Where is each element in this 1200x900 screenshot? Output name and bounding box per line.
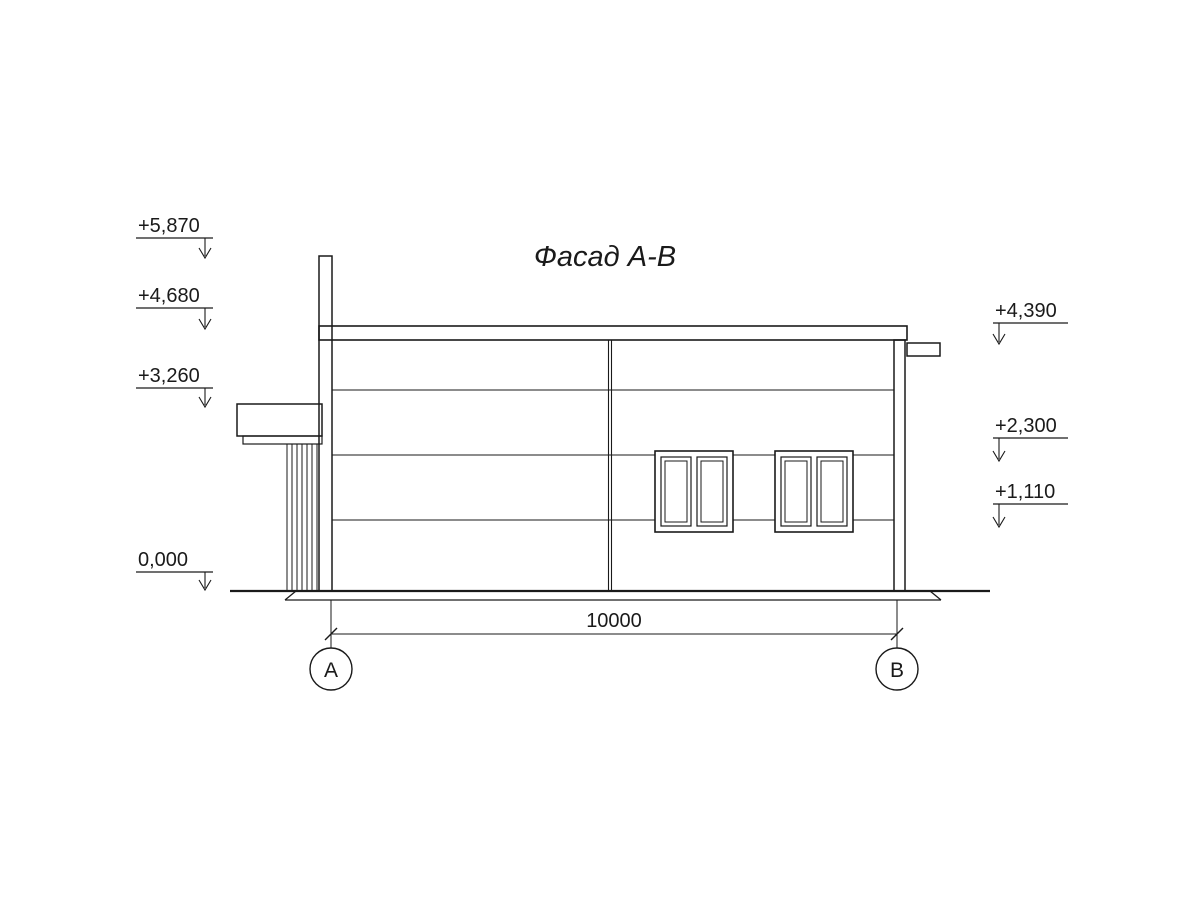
axis-label-a: А xyxy=(324,659,338,682)
elevation-arrow-icon xyxy=(992,333,1006,346)
corner-post-left xyxy=(318,255,333,592)
window-2-sash-left xyxy=(780,456,812,527)
elevation-arrow-icon xyxy=(198,579,212,592)
elevation-mark-4680: +4,680 xyxy=(136,285,213,331)
axis-label-b: В xyxy=(890,659,904,682)
elevation-label: +3,260 xyxy=(138,365,200,387)
drawing-title: Фасад А-В xyxy=(534,241,676,273)
foundation-bevel-left xyxy=(284,590,297,601)
elevation-mark-3260: +3,260 xyxy=(136,365,213,409)
window-2-pane-left xyxy=(784,460,808,523)
corner-post-right xyxy=(893,339,906,592)
siding-joint-lines xyxy=(332,389,894,521)
roof-outlet-pipe xyxy=(906,342,941,357)
elevation-marks-right: +4,390 +2,300 +1,110 xyxy=(992,300,1068,529)
window-1-pane-left xyxy=(664,460,688,523)
elevation-mark-2300: +2,300 xyxy=(992,415,1068,463)
elevation-arrow-icon xyxy=(198,318,212,331)
window-1-pane-right xyxy=(700,460,724,523)
elevation-mark-5870: +5,870 xyxy=(136,215,213,260)
ground xyxy=(230,589,990,601)
window-1-sash-right xyxy=(696,456,728,527)
elevation-marks-left: +5,870 +4,680 +3,260 0,000 xyxy=(136,215,213,592)
elevation-mark-1110: +1,110 xyxy=(992,481,1068,529)
elevation-label: +4,680 xyxy=(138,285,200,307)
window-2-frame xyxy=(774,450,854,533)
window-1-sash-left xyxy=(660,456,692,527)
window-2-sash-right xyxy=(816,456,848,527)
elevation-mark-0000: 0,000 xyxy=(136,549,213,592)
elevation-arrow-icon xyxy=(198,396,212,409)
elevation-arrow-icon xyxy=(198,247,212,260)
foundation-bevel-right xyxy=(929,590,942,601)
elevation-label: 0,000 xyxy=(138,549,188,571)
axis-markers: А В xyxy=(309,647,919,691)
wall-slat-cladding xyxy=(286,444,318,590)
axis-circle-a xyxy=(309,647,353,691)
canopy-roof xyxy=(236,403,323,437)
entrance-canopy xyxy=(236,403,323,445)
building-facade xyxy=(236,255,941,592)
axis-circle-b xyxy=(875,647,919,691)
window-2 xyxy=(774,450,854,533)
elevation-mark-4390: +4,390 xyxy=(992,300,1068,346)
window-2-pane-right xyxy=(820,460,844,523)
elevation-label: +2,300 xyxy=(995,415,1057,437)
window-1 xyxy=(654,450,734,533)
dimension-10000: 10000 xyxy=(324,600,904,648)
dimension-tick-right xyxy=(890,627,904,641)
elevation-label: +5,870 xyxy=(138,215,200,237)
window-1-frame xyxy=(654,450,734,533)
canopy-soffit xyxy=(242,435,323,445)
elevation-arrow-icon xyxy=(992,450,1006,463)
roof-fascia-band xyxy=(318,325,908,341)
dimension-tick-left xyxy=(324,627,338,641)
elevation-label: +1,110 xyxy=(995,481,1055,503)
elevation-label: +4,390 xyxy=(995,300,1057,322)
dimension-value: 10000 xyxy=(586,610,642,632)
elevation-arrow-icon xyxy=(992,516,1006,529)
